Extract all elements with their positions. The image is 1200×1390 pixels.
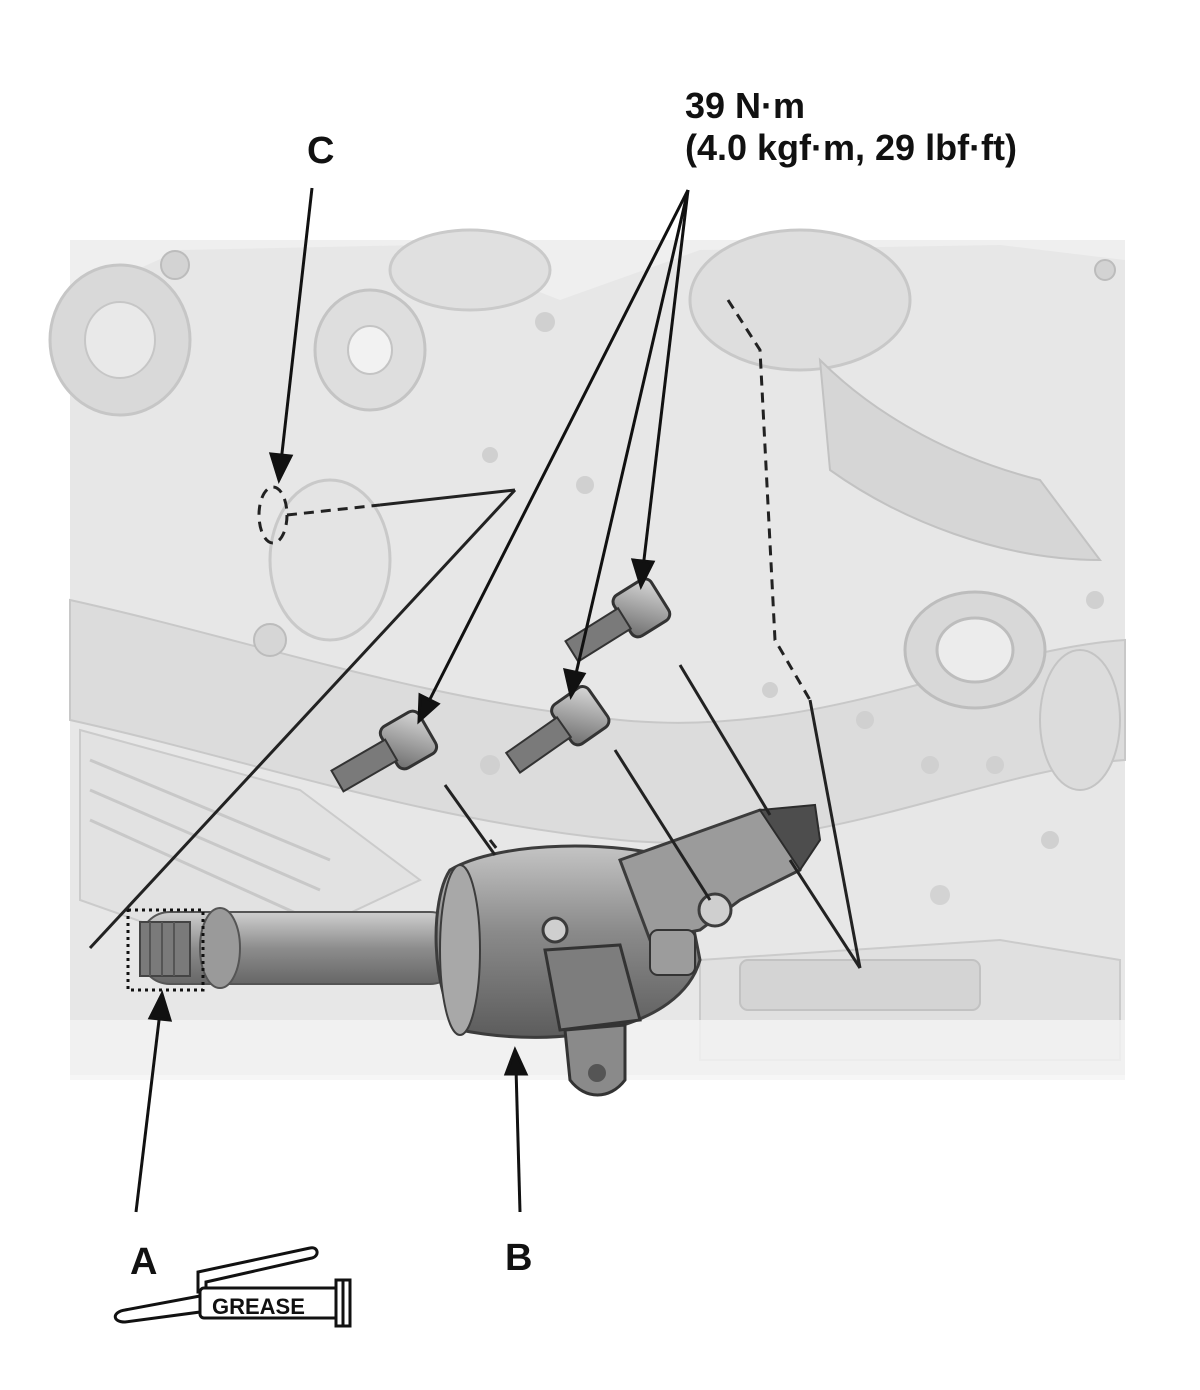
callout-b-arrowhead [503,1046,529,1076]
hole-c-dashed-line [286,503,381,517]
torque-leader-middle [573,189,690,679]
bleeder-boss [563,1023,627,1097]
install-lines [88,488,862,969]
callout-a-arrowhead [147,989,173,1022]
engine-background [48,228,1126,1080]
callout-label-a: A [130,1241,157,1283]
callout-label-b: B [505,1237,532,1279]
crossmember-dashed-line [726,299,812,701]
arrowhead-right [630,558,656,591]
torque-spec-line2: (4.0 kgf·m, 29 lbf·ft) [685,127,1017,168]
arrowhead-left [417,692,441,725]
grease-label: GREASE [212,1294,305,1319]
bolt-left [330,709,439,793]
callout-a-leader [134,1011,162,1213]
mounting-bolts [330,577,672,793]
callout-c-arrowhead [268,452,294,485]
grease-area-outline [126,908,205,992]
torque-leader-right [641,189,690,569]
bolt-middle [504,685,611,774]
torque-spec-line1: 39 N·m [685,85,805,126]
grease-gun-icon: GREASE [113,1246,352,1328]
callout-c-leader [279,187,314,463]
callout-label-c: C [307,130,334,172]
torque-leader-left [425,189,690,706]
leader-lines [134,187,690,1213]
callout-b-leader [514,1067,522,1213]
slave-cylinder [139,803,822,1097]
arrowhead-middle [563,668,587,700]
rod-end-a [139,921,191,977]
